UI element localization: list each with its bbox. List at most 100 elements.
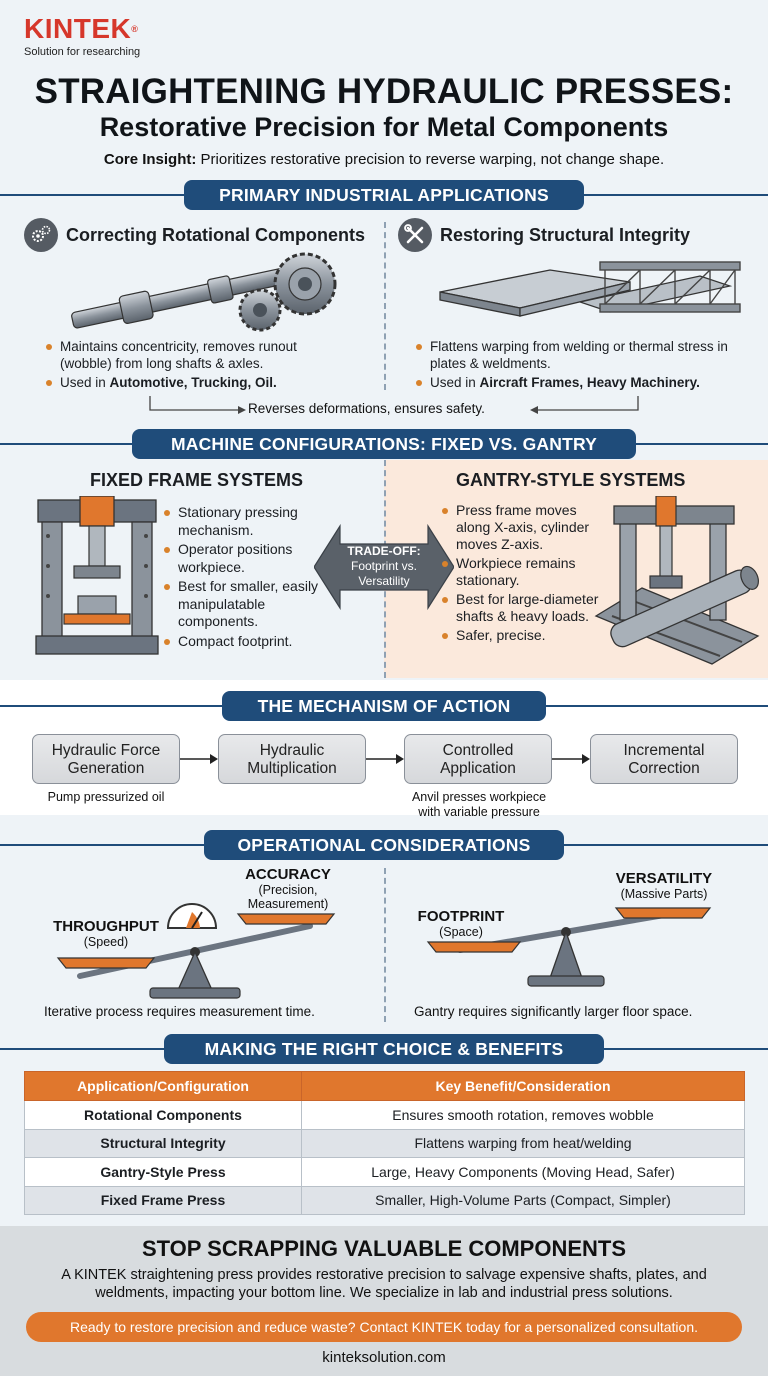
step-line: Controlled	[442, 742, 514, 759]
convergence-arrows	[149, 396, 639, 414]
configurations-section-title: MACHINE CONFIGURATIONS: FIXED VS. GANTRY	[132, 429, 636, 459]
rotational-bullets: Maintains concentricity, removes runout …	[46, 338, 346, 393]
list-item: Flattens warping from welding or thermal…	[416, 338, 736, 372]
list-item: Press frame moves along X-axis, cylinder…	[442, 502, 600, 553]
step-line: Correction	[628, 760, 700, 777]
plate-frame-illustration	[439, 261, 741, 317]
rotational-title: Correcting Rotational Components	[66, 224, 366, 245]
table-cell: Rotational Components	[24, 1100, 302, 1130]
column-divider	[384, 222, 386, 390]
choice-table: Application/Configuration Key Benefit/Co…	[24, 1071, 745, 1215]
tradeoff-line3: Versatility	[358, 574, 410, 588]
footprint-note: Gantry requires significantly larger flo…	[414, 1004, 693, 1019]
throughput-label: THROUGHPUT (Speed)	[46, 918, 166, 949]
tradeoff-double-arrow-icon	[314, 523, 454, 611]
gantry-press-illustration	[594, 496, 760, 665]
list-item-prefix: Used in	[430, 375, 480, 390]
fixed-press-illustration	[35, 496, 159, 655]
operations-section-title: OPERATIONAL CONSIDERATIONS	[204, 830, 564, 860]
registered-mark: ®	[131, 24, 139, 34]
step-line: Generation	[67, 760, 145, 777]
throughput-note: Iterative process requires measurement t…	[44, 1004, 315, 1019]
contact-cta-button[interactable]: Ready to restore precision and reduce wa…	[26, 1312, 742, 1342]
table-row: Rotational Components Ensures smooth rot…	[24, 1100, 745, 1130]
gantry-bullets: Press frame moves along X-axis, cylinder…	[442, 502, 600, 646]
list-item: Workpiece remains stationary.	[442, 555, 600, 589]
list-item: Used in Automotive, Trucking, Oil.	[46, 374, 346, 391]
arrow-right-icon	[180, 754, 218, 764]
table-cell: Ensures smooth rotation, removes wobble	[301, 1100, 745, 1130]
table-header-row: Application/Configuration Key Benefit/Co…	[24, 1071, 745, 1101]
balance-scale-footprint-versatility	[426, 907, 712, 987]
core-insight: Core Insight: Prioritizes restorative pr…	[0, 151, 768, 168]
wrench-screwdriver-icon	[398, 218, 432, 252]
brand-tagline: Solution for researching	[24, 46, 141, 58]
table-header: Application/Configuration	[24, 1071, 302, 1101]
footprint-sub: (Space)	[439, 925, 483, 939]
list-item: Maintains concentricity, removes runout …	[46, 338, 346, 372]
arrow-right-icon	[366, 754, 404, 764]
gears-icon	[24, 218, 58, 252]
footprint-title: FOOTPRINT	[417, 908, 505, 925]
table-cell: Structural Integrity	[24, 1128, 302, 1158]
versatility-label: VERSATILITY (Massive Parts)	[602, 870, 726, 901]
table-row: Gantry-Style Press Large, Heavy Componen…	[24, 1157, 745, 1187]
cta-panel	[0, 1226, 768, 1376]
table-cell: Smaller, High-Volume Parts (Compact, Sim…	[301, 1185, 745, 1215]
list-item-bold: Aircraft Frames, Heavy Machinery.	[479, 375, 700, 390]
structural-heading: Restoring Structural Integrity	[398, 218, 690, 252]
balance-scale-throughput-accuracy	[56, 903, 336, 999]
accuracy-label: ACCURACY (Precision, Measurement)	[236, 866, 340, 911]
gantry-title: GANTRY-STYLE SYSTEMS	[456, 470, 686, 490]
cta-body: A KINTEK straightening press provides re…	[61, 1267, 707, 1301]
throughput-title: THROUGHPUT	[53, 918, 159, 935]
shaft-gears-illustration	[71, 252, 337, 332]
list-item: Used in Aircraft Frames, Heavy Machinery…	[416, 374, 736, 391]
versatility-title: VERSATILITY	[615, 870, 713, 887]
list-item: Stationary pressing mechanism.	[164, 504, 336, 539]
brand-name: KINTEK	[24, 13, 132, 44]
caption-line: with variable pressure	[418, 805, 540, 819]
table-cell: Large, Heavy Components (Moving Head, Sa…	[301, 1157, 745, 1187]
versatility-sub: (Massive Parts)	[620, 887, 708, 901]
step-line: Hydraulic Force	[51, 742, 161, 759]
mechanism-section-title: THE MECHANISM OF ACTION	[222, 691, 546, 721]
table-row: Fixed Frame Press Smaller, High-Volume P…	[24, 1185, 745, 1215]
step-line: Hydraulic	[259, 742, 325, 759]
column-divider	[384, 868, 386, 1022]
choice-section-title: MAKING THE RIGHT CHOICE & BENEFITS	[164, 1034, 604, 1064]
tradeoff-line2: Footprint vs.	[350, 559, 418, 573]
tradeoff-label: TRADE-OFF: Footprint vs. Versatility	[334, 544, 434, 589]
table-cell: Flattens warping from heat/welding	[301, 1128, 745, 1158]
structural-bullets: Flattens warping from welding or thermal…	[416, 338, 736, 393]
kintek-logo: KINTEK® Solution for researching	[24, 13, 141, 59]
accuracy-title: ACCURACY	[245, 866, 331, 883]
list-item: Best for smaller, easily manipulatable c…	[164, 578, 336, 631]
core-insight-label: Core Insight:	[103, 151, 197, 168]
applications-common-note: Reverses deformations, ensures safety.	[248, 401, 485, 416]
footprint-label: FOOTPRINT (Space)	[416, 908, 506, 939]
table-cell: Fixed Frame Press	[24, 1185, 302, 1215]
list-item-prefix: Used in	[60, 375, 110, 390]
list-item: Compact footprint.	[164, 633, 336, 651]
page-title: STRAIGHTENING HYDRAULIC PRESSES:	[34, 72, 734, 111]
step-line: Incremental	[623, 742, 705, 759]
page-subtitle: Restorative Precision for Metal Componen…	[99, 112, 669, 142]
step-line: Application	[440, 760, 516, 777]
accuracy-sub: (Precision,	[258, 883, 318, 897]
step-line: Multiplication	[247, 760, 337, 777]
step-caption-pump: Pump pressurized oil	[47, 790, 165, 804]
fixed-frame-bullets: Stationary pressing mechanism. Operator …	[164, 504, 336, 652]
list-item-bold: Automotive, Trucking, Oil.	[109, 375, 277, 390]
list-item: Best for large-diameter shafts & heavy l…	[442, 591, 600, 625]
website-link[interactable]: kinteksolution.com	[322, 1349, 446, 1366]
core-insight-text: Prioritizes restorative precision to rev…	[196, 151, 665, 168]
table-header: Key Benefit/Consideration	[301, 1071, 745, 1101]
throughput-sub: (Speed)	[83, 935, 129, 949]
table-cell: Gantry-Style Press	[24, 1157, 302, 1187]
